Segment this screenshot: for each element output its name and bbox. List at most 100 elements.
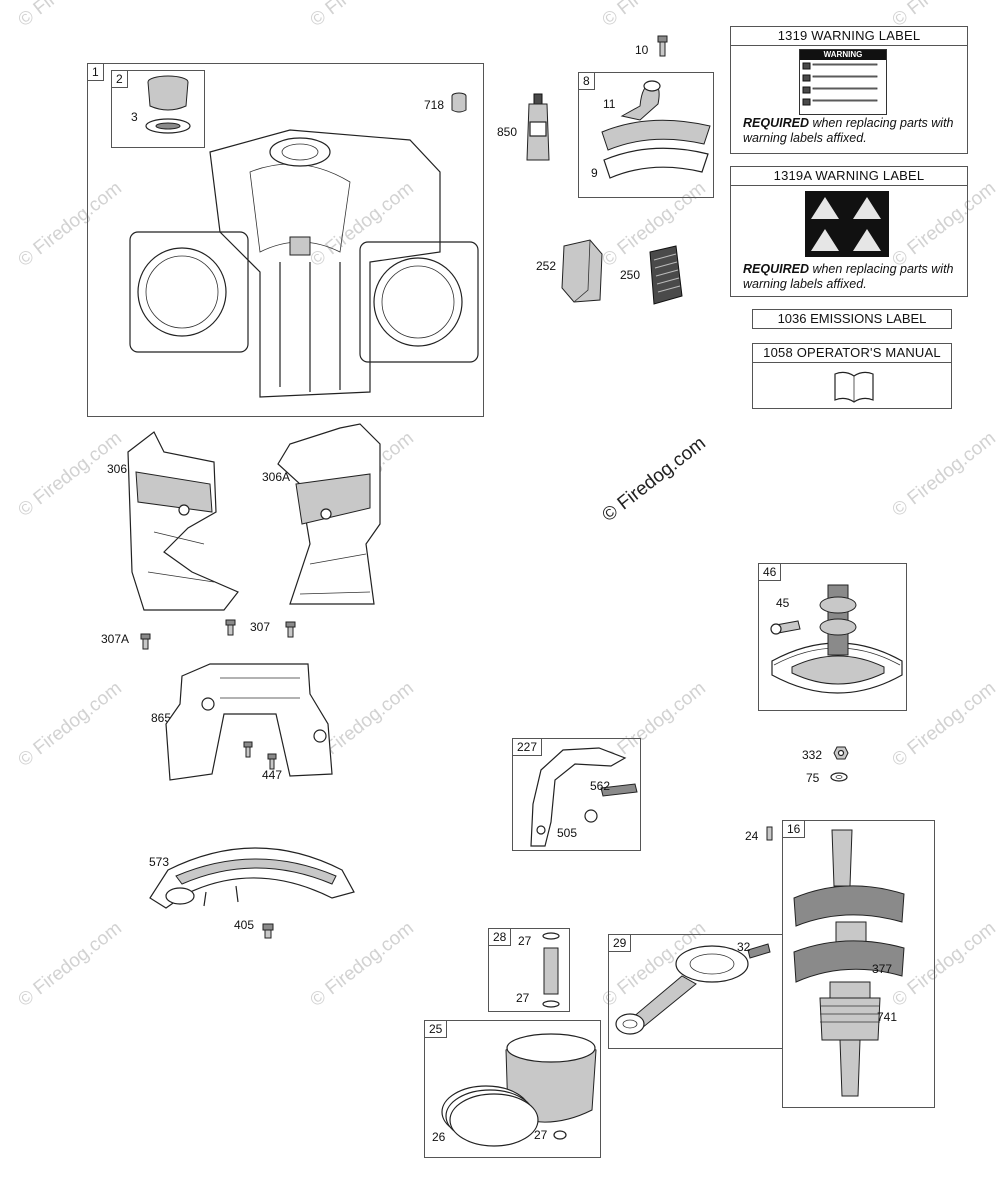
baffle-865-icon: [165, 663, 333, 781]
part-27-label-bottom: 27: [516, 991, 530, 1005]
watermark: © Firedog.com: [598, 0, 710, 32]
part-505-label: 505: [557, 826, 578, 840]
part-405-label: 405: [234, 918, 255, 932]
part-718-label: 718: [424, 98, 445, 112]
sealant-tube-icon: [526, 93, 550, 161]
warning-label-1319-title: 1319 WARNING LABEL: [731, 27, 967, 46]
box-46-number: 46: [759, 564, 782, 581]
part-332-label: 332: [802, 748, 823, 762]
part-27-label-top: 27: [518, 934, 532, 948]
screw-405-icon: [262, 923, 274, 939]
screw-307a-icon: [140, 633, 151, 650]
box-25-piston[interactable]: 25: [424, 1020, 601, 1158]
center-watermark: © Firedog.com: [598, 432, 710, 527]
governor-arm-icon: [530, 747, 638, 847]
box-8-breather-kit[interactable]: 8: [578, 72, 714, 198]
part-447-label: 447: [262, 768, 283, 782]
watermark: © Firedog.com: [14, 677, 126, 772]
breather-cover-icon: [601, 80, 711, 179]
warning-sticker: WARNING: [799, 49, 887, 115]
box-1-cylinder-block[interactable]: 1: [87, 63, 484, 417]
piston-pin-icon: [542, 932, 560, 1008]
part-252-label: 252: [536, 259, 557, 273]
box-2-number: 2: [112, 71, 128, 88]
part-24-label: 24: [745, 829, 759, 843]
nut-332-icon: [833, 746, 849, 760]
watermark: © Firedog.com: [14, 0, 126, 32]
box-227-governor-arm[interactable]: 227: [512, 738, 641, 851]
part-250-label: 250: [620, 268, 641, 282]
washer-75-icon: [830, 772, 848, 782]
operators-manual-1058[interactable]: 1058 OPERATOR'S MANUAL: [752, 343, 952, 409]
watermark: © Firedog.com: [306, 0, 418, 32]
required-word: REQUIRED: [743, 116, 809, 130]
operators-manual-title: 1058 OPERATOR'S MANUAL: [753, 344, 951, 363]
screw-307-icon: [225, 619, 236, 636]
warning-label-1319[interactable]: 1319 WARNING LABEL WARNING REQUIRED when…: [730, 26, 968, 154]
air-guide-306a-icon: [277, 423, 381, 605]
part-3-label: 3: [131, 110, 138, 124]
part-75-label: 75: [806, 771, 820, 785]
bushing-seal-icon: [145, 75, 191, 134]
emissions-label-1036[interactable]: 1036 EMISSIONS LABEL: [752, 309, 952, 329]
bushing-718-icon: [451, 92, 467, 113]
box-28-piston-pin[interactable]: 28: [488, 928, 570, 1012]
part-45-label: 45: [776, 596, 790, 610]
required-word: REQUIRED: [743, 262, 809, 276]
box-16-number: 16: [783, 821, 806, 838]
box-227-number: 227: [513, 739, 543, 756]
box-29-connecting-rod[interactable]: 29: [608, 934, 783, 1049]
watermark: © Firedog.com: [306, 917, 418, 1012]
warning-label-1319a[interactable]: 1319A WARNING LABEL REQUIRED when replac…: [730, 166, 968, 297]
part-32-label: 32: [737, 940, 751, 954]
cylinder-block-icon: [129, 129, 479, 398]
part-10-label: 10: [635, 43, 649, 57]
box-25-number: 25: [425, 1021, 448, 1038]
part-377-label: 377: [872, 962, 893, 976]
screw-307b-icon: [285, 621, 296, 638]
part-307-label: 307: [250, 620, 271, 634]
part-306a-label: 306A: [262, 470, 291, 484]
screw-10-icon: [657, 35, 668, 57]
box-8-number: 8: [579, 73, 595, 90]
warning-label-1319-required: REQUIRED when replacing parts with warni…: [735, 113, 979, 149]
retainer-27-icon: [553, 1130, 567, 1140]
box-28-number: 28: [489, 929, 512, 946]
required-text: when replacing parts with warning labels…: [743, 116, 954, 145]
connecting-rod-icon: [615, 943, 771, 1035]
part-865-label: 865: [151, 711, 172, 725]
part-573-label: 573: [149, 855, 170, 869]
warning-sticker-heading: WARNING: [800, 50, 886, 60]
dowel-24-icon: [766, 826, 773, 841]
watermark: © Firedog.com: [14, 917, 126, 1012]
part-850-label: 850: [497, 125, 518, 139]
part-741-label: 741: [877, 1010, 898, 1024]
camshaft-gear-icon: [770, 584, 903, 694]
watermark: © Firedog.com: [888, 427, 1000, 522]
box-46-camshaft[interactable]: 46: [758, 563, 907, 711]
part-306-label: 306: [107, 462, 128, 476]
air-guide-306-icon: [127, 431, 239, 611]
part-26-label: 26: [432, 1130, 446, 1144]
part-9-label: 9: [591, 166, 598, 180]
blower-housing-573-icon: [149, 847, 355, 909]
screws-447-icon: [243, 741, 277, 770]
part-27-label-piston: 27: [534, 1128, 548, 1142]
box-2-bushing-kit[interactable]: 2: [111, 70, 205, 148]
box-29-number: 29: [609, 935, 632, 952]
piston-rings-icon: [441, 1033, 597, 1147]
part-11-label: 11: [603, 97, 616, 111]
hazard-pictograms-icon: [805, 191, 889, 257]
air-guide-252-icon: [561, 239, 603, 303]
screen-250-icon: [649, 245, 683, 305]
box-1-number: 1: [88, 64, 104, 81]
warning-label-1319a-title: 1319A WARNING LABEL: [731, 167, 967, 186]
warning-label-1319a-required: REQUIRED when replacing parts with warni…: [735, 259, 979, 295]
part-562-label: 562: [590, 779, 611, 793]
part-307a-label: 307A: [101, 632, 130, 646]
crankshaft-icon: [793, 829, 905, 1097]
required-text: when replacing parts with warning labels…: [743, 262, 954, 291]
manual-book-icon: [834, 371, 874, 403]
emissions-label-title: 1036 EMISSIONS LABEL: [777, 311, 927, 326]
